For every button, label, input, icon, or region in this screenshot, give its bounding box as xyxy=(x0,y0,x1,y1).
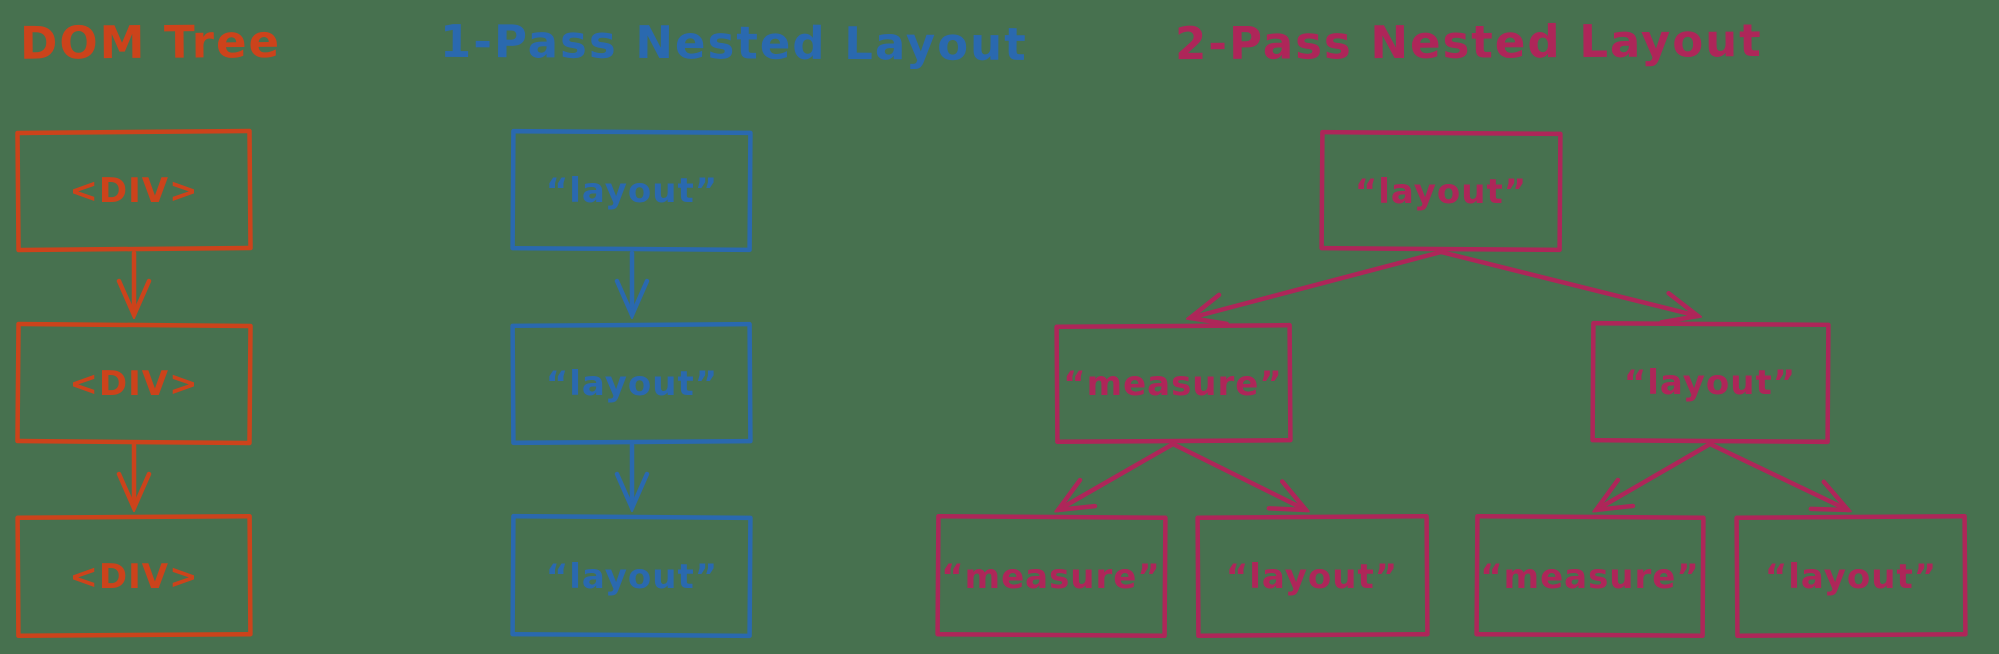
two-pass-arrow-layout-right xyxy=(1707,441,1848,510)
two-pass-root-label: “layout” xyxy=(1355,172,1527,212)
one-pass-node-2-box xyxy=(510,321,753,446)
column-one-pass-layout: 1-Pass Nested Layout “layout” “layout” “… xyxy=(440,15,1028,639)
dom-node-3-label: <DIV> xyxy=(69,557,198,597)
two-pass-measure-label: “measure” xyxy=(1063,364,1282,404)
two-pass-leaf-2-box xyxy=(1195,513,1430,639)
two-pass-leaf-1-label: “measure” xyxy=(941,557,1160,597)
two-pass-arrow-layout-left xyxy=(1596,441,1713,510)
dom-tree-title: DOM Tree xyxy=(20,15,281,70)
two-pass-arrow-measure-right xyxy=(1170,441,1306,510)
two-pass-leaf-4-box xyxy=(1734,513,1968,639)
two-pass-arrow-root-left xyxy=(1190,249,1444,318)
two-pass-arrow-measure-left xyxy=(1058,441,1176,510)
two-pass-leaf-2-label: “layout” xyxy=(1226,557,1398,597)
dom-node-2-box xyxy=(15,321,253,446)
two-pass-root-box xyxy=(1319,129,1563,253)
one-pass-node-3-box xyxy=(510,513,753,639)
one-pass-node-1-box xyxy=(510,128,753,253)
column-dom-tree: DOM Tree <DIV> <DIV> <DIV> xyxy=(15,15,281,639)
column-two-pass-layout: 2-Pass Nested Layout “layout” “measure” … xyxy=(935,14,1968,639)
one-pass-node-3-label: “layout” xyxy=(546,557,718,597)
two-pass-leaf-3-box xyxy=(1474,513,1706,639)
two-pass-arrow-root-right xyxy=(1438,249,1698,316)
dom-node-1-label: <DIV> xyxy=(69,171,198,211)
two-pass-layout2-box xyxy=(1590,320,1831,445)
two-pass-layout2-label: “layout” xyxy=(1624,363,1796,403)
two-pass-leaf-4-label: “layout” xyxy=(1765,557,1937,597)
dom-node-3-box xyxy=(15,513,253,639)
one-pass-node-2-label: “layout” xyxy=(546,364,718,404)
two-pass-leaf-1-box xyxy=(935,513,1168,639)
two-pass-measure-box xyxy=(1054,322,1293,445)
dom-node-2-label: <DIV> xyxy=(69,364,198,404)
one-pass-node-1-label: “layout” xyxy=(546,171,718,211)
two-pass-title: 2-Pass Nested Layout xyxy=(1175,14,1763,70)
one-pass-title: 1-Pass Nested Layout xyxy=(440,15,1028,71)
two-pass-leaf-3-label: “measure” xyxy=(1480,557,1699,597)
dom-node-1-box xyxy=(15,128,253,253)
